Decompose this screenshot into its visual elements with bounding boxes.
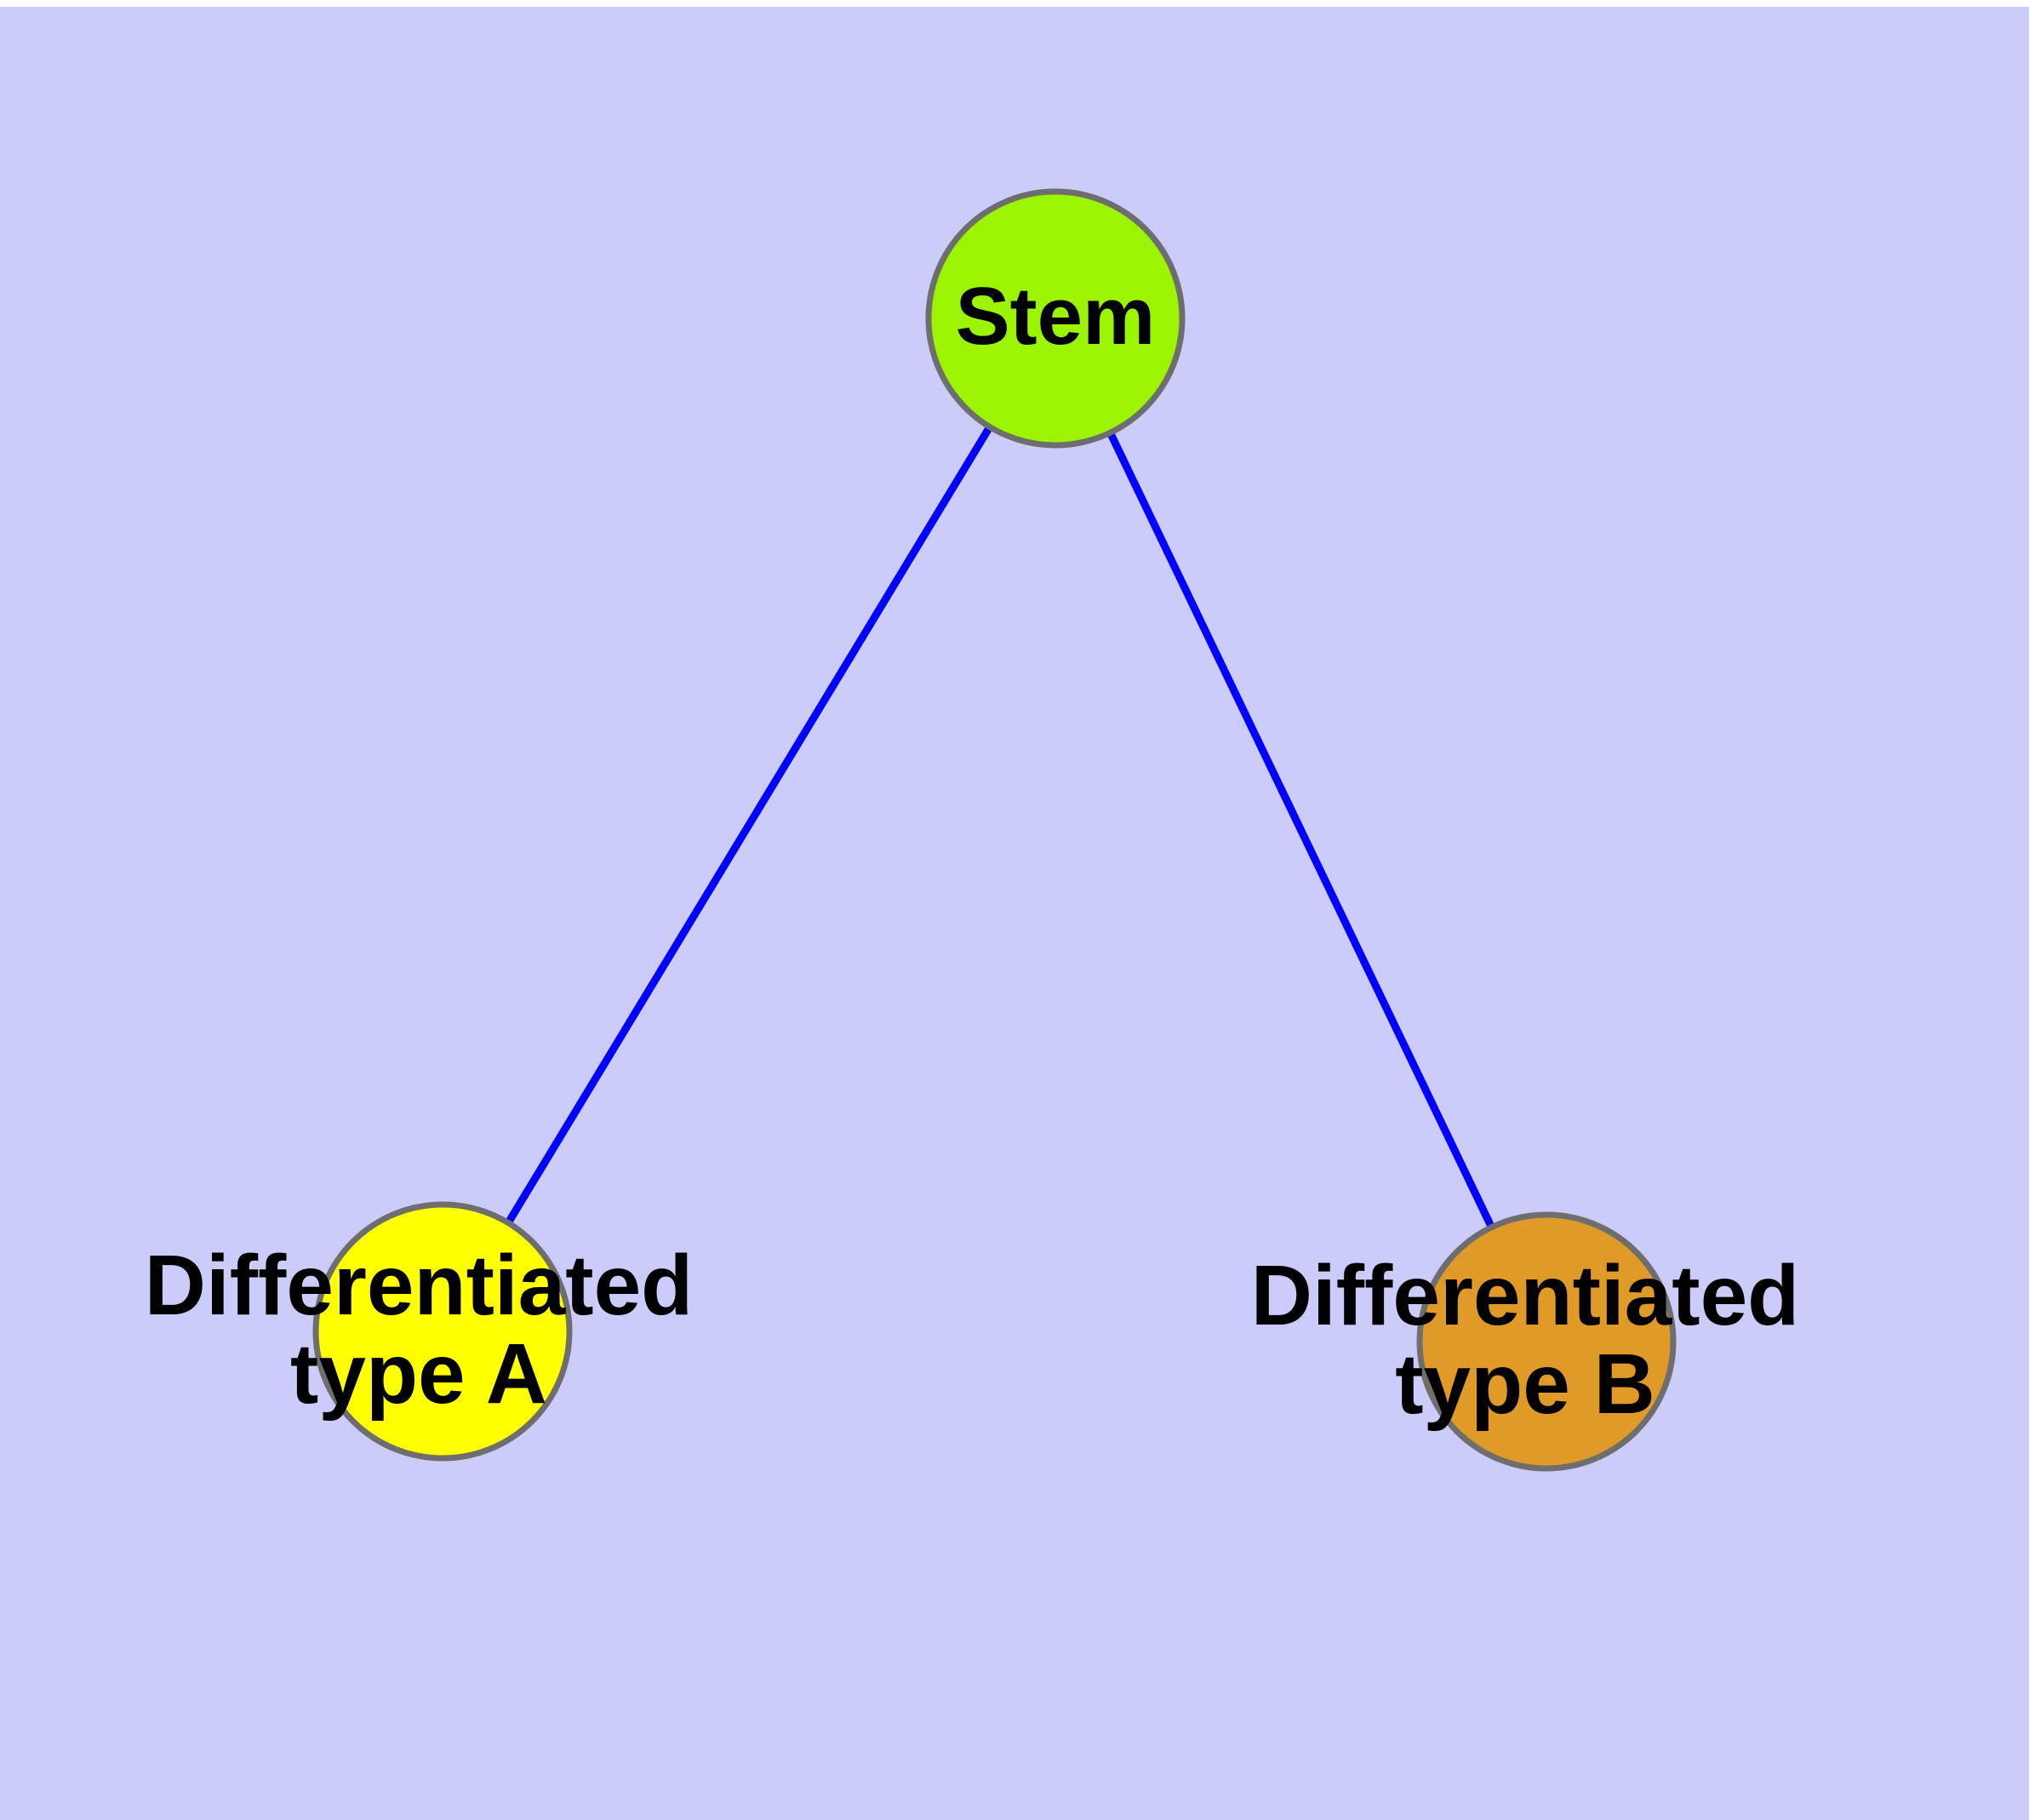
edge-layer bbox=[439, 316, 1551, 1343]
edge-stem-to-differentiated-type-b bbox=[1051, 317, 1551, 1343]
node-stem[interactable] bbox=[925, 188, 1186, 449]
node-differentiated-type-a[interactable] bbox=[312, 1201, 573, 1462]
node-differentiated-type-b[interactable] bbox=[1416, 1211, 1677, 1472]
node-layer bbox=[312, 188, 1677, 1472]
edge-stem-to-differentiated-type-a bbox=[439, 316, 1059, 1334]
